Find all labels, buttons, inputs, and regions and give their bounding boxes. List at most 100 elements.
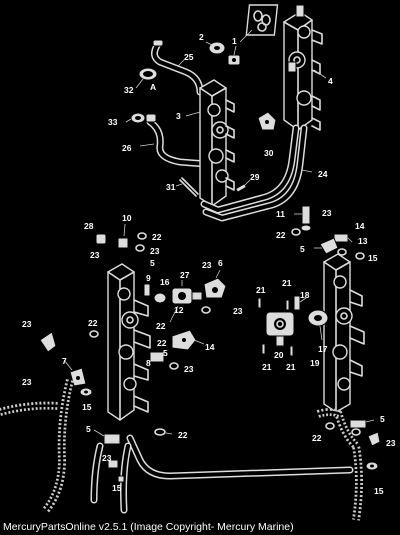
callout-14-b: 14 bbox=[205, 342, 215, 352]
callout-23-i: 23 bbox=[102, 453, 112, 463]
callout-8: 8 bbox=[146, 358, 151, 368]
callout-9: 9 bbox=[146, 273, 151, 283]
o-ring-22-bottom-part bbox=[154, 422, 335, 436]
callout-22-g: 22 bbox=[312, 433, 322, 443]
callout-31: 31 bbox=[166, 182, 176, 192]
callout-23-c: 23 bbox=[150, 246, 160, 256]
callout-20: 20 bbox=[274, 350, 284, 360]
callout-25: 25 bbox=[184, 52, 194, 62]
callout-21-a: 21 bbox=[256, 285, 266, 295]
hose-26-part bbox=[125, 112, 210, 168]
callout-26: 26 bbox=[122, 143, 132, 153]
braided-hose-left-part bbox=[0, 379, 74, 513]
o-ring-kit-part bbox=[239, 4, 279, 43]
bracket-30-part bbox=[257, 111, 277, 131]
callout-27: 27 bbox=[180, 270, 190, 280]
hose-25-part bbox=[151, 39, 204, 96]
callout-13: 13 bbox=[358, 236, 368, 246]
callout-23-b: 23 bbox=[90, 250, 100, 260]
callout-5-a: 5 bbox=[300, 244, 305, 254]
callout-15-a: 15 bbox=[368, 253, 378, 263]
fuel-rail-upper-left-part bbox=[185, 79, 235, 207]
callout-22-d: 22 bbox=[157, 338, 167, 348]
clip-23-right-part bbox=[367, 431, 381, 447]
callout-21-b: 21 bbox=[282, 278, 292, 288]
bolt-21-parts bbox=[257, 297, 294, 357]
callout-24: 24 bbox=[318, 169, 328, 179]
bracket-6-part bbox=[203, 269, 227, 299]
fitting-9-part bbox=[143, 283, 151, 297]
callout-15-d: 15 bbox=[374, 486, 384, 496]
fitting-10-part bbox=[117, 223, 129, 249]
callout-12: 12 bbox=[174, 305, 184, 315]
washer-15-right-part bbox=[365, 461, 379, 471]
callout-5-d: 5 bbox=[86, 424, 91, 434]
callout-11: 11 bbox=[276, 209, 285, 219]
callout-29: 29 bbox=[250, 172, 260, 182]
callout-18: 18 bbox=[300, 290, 310, 300]
callout-23-e: 23 bbox=[233, 306, 243, 316]
callout-7: 7 bbox=[62, 356, 67, 366]
braided-hose-right-part bbox=[316, 408, 363, 521]
callout-a: A bbox=[150, 82, 156, 92]
copyright-caption: MercuryPartsOnline v2.5.1 (Image Copyrig… bbox=[3, 521, 294, 533]
fuel-rail-lower-left-part bbox=[107, 263, 151, 421]
callout-22-c: 22 bbox=[156, 321, 166, 331]
bolt-29-part bbox=[234, 179, 251, 193]
fuel-rail-upper-right-part bbox=[283, 4, 327, 131]
callout-5-c: 5 bbox=[163, 348, 168, 358]
filter-housing-part bbox=[265, 295, 329, 347]
callout-23-h: 23 bbox=[22, 377, 32, 387]
washer-15-part bbox=[79, 387, 93, 397]
callout-16: 16 bbox=[160, 277, 170, 287]
callout-23-d: 23 bbox=[202, 260, 212, 270]
clip-23-bottom-part bbox=[107, 459, 125, 483]
callout-6: 6 bbox=[218, 258, 223, 268]
callout-15-c: 15 bbox=[112, 483, 122, 493]
callout-32: 32 bbox=[124, 85, 134, 95]
callout-23-f: 23 bbox=[184, 364, 194, 374]
fitting-13-part bbox=[333, 233, 353, 243]
lower-crossover-hose-part bbox=[120, 434, 354, 514]
callout-22-e: 22 bbox=[88, 318, 98, 328]
callout-2: 2 bbox=[199, 32, 204, 42]
sensor-8-part bbox=[149, 351, 165, 363]
callout-22-b: 22 bbox=[152, 232, 162, 242]
callout-28: 28 bbox=[84, 221, 94, 231]
fuel-rail-lower-right-part bbox=[323, 253, 365, 413]
fitting-11-part bbox=[294, 205, 312, 232]
callout-30: 30 bbox=[264, 148, 274, 158]
hose-left-bottom-part bbox=[90, 442, 104, 504]
callout-15-b: 15 bbox=[82, 402, 92, 412]
o-rings-lower-misc-part bbox=[135, 228, 365, 370]
cap-28-part bbox=[95, 233, 107, 245]
callout-10: 10 bbox=[122, 213, 132, 223]
callout-33: 33 bbox=[108, 117, 118, 127]
callout-23-a: 23 bbox=[322, 208, 332, 218]
callout-3: 3 bbox=[176, 111, 181, 121]
callout-labels: 1 2 3 4 25 32 A 33 26 30 24 29 31 11 23 … bbox=[22, 32, 396, 496]
fitting-5-bottom-part bbox=[93, 429, 121, 445]
callout-4: 4 bbox=[328, 76, 333, 86]
callout-21-d: 21 bbox=[286, 362, 296, 372]
callout-22-a: 22 bbox=[276, 230, 286, 240]
callout-23-j: 23 bbox=[386, 438, 396, 448]
callout-21-c: 21 bbox=[262, 362, 272, 372]
callout-22-f: 22 bbox=[178, 430, 188, 440]
bracket-7-part bbox=[39, 331, 87, 387]
callout-14-a: 14 bbox=[355, 221, 365, 231]
callout-19: 19 bbox=[310, 358, 320, 368]
bracket-14-part bbox=[171, 329, 205, 351]
callout-5-e: 5 bbox=[380, 414, 385, 424]
callout-23-g: 23 bbox=[22, 319, 32, 329]
callout-5-b: 5 bbox=[150, 258, 155, 268]
pressure-regulator-part bbox=[153, 280, 203, 323]
crossover-hose-24-part bbox=[200, 124, 313, 222]
washer-part bbox=[205, 41, 226, 55]
callout-1: 1 bbox=[232, 36, 237, 46]
fitting-valve-part bbox=[227, 45, 241, 66]
o-ring-22-left-part bbox=[89, 330, 99, 338]
spring-31-part bbox=[175, 177, 199, 197]
